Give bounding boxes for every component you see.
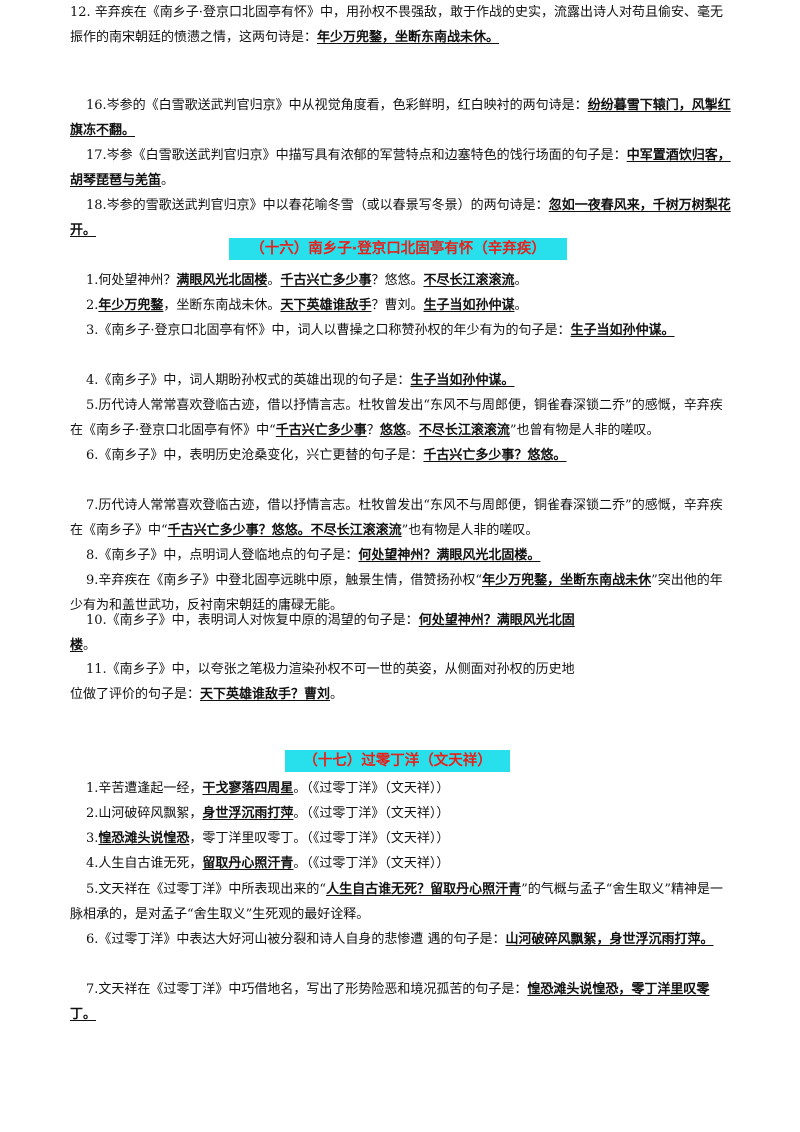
section-heading-17: （十七）过零丁洋（文天祥） bbox=[285, 750, 510, 772]
question-text: ，坐断东南战未休。 bbox=[163, 298, 281, 313]
question-item: 11.《南乡子》中，以夸张之笔极力渲染孙权不可一世的英姿，从侧面对孙权的历史地 bbox=[70, 657, 734, 682]
question-item: 18.岑参的雪歌送武判官归京》中以春花喻冬雪（或以春景写冬景）的两句诗是：忽如一… bbox=[70, 193, 734, 243]
question-text: 5.文天祥在《过零丁洋》中所表现出来的“ bbox=[86, 882, 327, 897]
answer-text: 不尽长江滚滚流 bbox=[423, 273, 515, 288]
question-text: 。 bbox=[405, 423, 419, 438]
question-item: 1.何处望神州？满眼风光北固楼。千古兴亡多少事？悠悠。不尽长江滚滚流。 bbox=[70, 268, 734, 293]
question-text: 。（《过零丁洋》（文天祥）） bbox=[293, 781, 450, 796]
question-text: ，零丁洋里叹零丁。（《过零丁洋》（文天祥）） bbox=[189, 831, 450, 846]
question-item: 7.历代诗人常常喜欢登临古迹，借以抒情言志。杜牧曾发出“东风不与周郎便，铜雀春深… bbox=[70, 493, 734, 543]
question-text: 11.《南乡子》中，以夸张之笔极力渲染孙权不可一世的英姿，从侧面对孙权的历史地 bbox=[86, 662, 575, 677]
question-text: 18.岑参的雪歌送武判官归京》中以春花喻冬雪（或以春景写冬景）的两句诗是： bbox=[86, 198, 549, 213]
question-item: 5.文天祥在《过零丁洋》中所表现出来的“人生自古谁无死？留取丹心照汗青”的气概与… bbox=[70, 877, 734, 927]
question-item: 2.年少万兜鍪，坐断东南战未休。天下英雄谁敌手？曹刘。生子当如孙仲谋。 bbox=[70, 293, 734, 318]
question-text: 4.《南乡子》中，词人期盼孙权式的英雄出现的句子是： bbox=[86, 373, 411, 388]
answer-text: 何处望神州？满眼风光北固 bbox=[418, 613, 575, 628]
question-text: 。（《过零丁洋》（文天祥）） bbox=[293, 856, 450, 871]
question-text: 3. bbox=[86, 831, 99, 846]
answer-text: 忽如一夜春风来，千树万树梨花开。 bbox=[70, 198, 731, 238]
answer-text: 生子当如孙仲谋 bbox=[423, 298, 515, 313]
question-item: 2.山河破碎风飘絮，身世浮沉雨打萍。（《过零丁洋》（文天祥）） bbox=[70, 801, 734, 826]
answer-text: 留取丹心照汗青 bbox=[202, 856, 294, 871]
question-text: 9.辛弃疾在《南乡子》中登北固亭远眺中原，触景生情，借赞扬孙权“ bbox=[86, 573, 483, 588]
answer-text: 纷纷暮雪下辕门，风掣红旗冻不翻。 bbox=[70, 98, 731, 138]
answer-text: 惶恐滩头说惶恐，零丁洋里叹零丁。 bbox=[70, 982, 710, 1022]
question-text: ？曹刘。 bbox=[371, 298, 424, 313]
question-text: 。 bbox=[161, 173, 175, 188]
answer-text: 干戈寥落四周星 bbox=[202, 781, 294, 796]
question-text: ？悠悠。 bbox=[371, 273, 424, 288]
question-text: 1.何处望神州？ bbox=[86, 273, 177, 288]
question-item: 楼。 bbox=[70, 633, 734, 658]
answer-text: 天下英雄谁敌手？曹刘 bbox=[200, 687, 331, 702]
answer-text: 中军置酒饮归客，胡琴琵琶与羌笛 bbox=[70, 148, 731, 188]
question-item: 7.文天祥在《过零丁洋》中巧借地名，写出了形势险恶和境况孤苦的句子是：惶恐滩头说… bbox=[70, 977, 734, 1027]
question-text: 5.历代诗人常常喜欢登临古迹，借以抒情言志。杜牧曾发出“东风不与周郎便，铜雀春深… bbox=[70, 398, 723, 438]
answer-text: 千古兴亡多少事？悠悠。不尽长江滚滚流 bbox=[167, 523, 402, 538]
question-text: 。 bbox=[83, 638, 97, 653]
question-text: 7.文天祥在《过零丁洋》中巧借地名，写出了形势险恶和境况孤苦的句子是： bbox=[86, 982, 528, 997]
question-item: 1.辛苦遭逢起一经，干戈寥落四周星。（《过零丁洋》（文天祥）） bbox=[70, 776, 734, 801]
answer-text: 千古兴亡多少事 bbox=[280, 273, 372, 288]
answer-text: 楼 bbox=[70, 638, 84, 653]
answer-text: 千古兴亡多少事？悠悠。 bbox=[423, 448, 567, 463]
answer-text: 山河破碎风飘絮，身世浮沉雨打萍。 bbox=[505, 932, 714, 947]
answer-text: 人生自古谁无死？留取丹心照汗青 bbox=[326, 882, 522, 897]
question-text: 6.《南乡子》中，表明历史沧桑变化，兴亡更替的句子是： bbox=[86, 448, 424, 463]
answer-text: 何处望神州？满眼风光北固楼。 bbox=[358, 548, 541, 563]
question-item: 3.惶恐滩头说惶恐，零丁洋里叹零丁。（《过零丁洋》（文天祥）） bbox=[70, 826, 734, 851]
answer-text: 千古兴亡多少事 bbox=[275, 423, 367, 438]
question-text: 12. 辛弃疾在《南乡子·登京口北固亭有怀》中，用孙权不畏强敌，敢于作战的史实，… bbox=[70, 5, 723, 45]
question-item: 10.《南乡子》中，表明词人对恢复中原的渴望的句子是：何处望神州？满眼风光北固 bbox=[70, 608, 734, 633]
question-text: 4.人生自古谁无死， bbox=[86, 856, 203, 871]
answer-text: 年少万兜鍪，坐断东南战未休。 bbox=[317, 30, 500, 45]
question-item: 4.《南乡子》中，词人期盼孙权式的英雄出现的句子是：生子当如孙仲谋。 bbox=[70, 368, 734, 393]
question-item: 16.岑参的《白雪歌送武判官归京》中从视觉角度看，色彩鲜明，红白映衬的两句诗是：… bbox=[70, 93, 734, 143]
question-text: 2.山河破碎风飘絮， bbox=[86, 806, 203, 821]
question-text: ”也有物是人非的嗟叹。 bbox=[401, 523, 539, 538]
question-item: 8.《南乡子》中，点明词人登临地点的句子是：何处望神州？满眼风光北固楼。 bbox=[70, 543, 734, 568]
question-text: 1.辛苦遭逢起一经， bbox=[86, 781, 203, 796]
answer-text: 年少万兜鍪，坐断东南战未休 bbox=[482, 573, 652, 588]
answer-text: 生子当如孙仲谋。 bbox=[410, 373, 515, 388]
question-item: 5.历代诗人常常喜欢登临古迹，借以抒情言志。杜牧曾发出“东风不与周郎便，铜雀春深… bbox=[70, 393, 734, 443]
question-text: 。 bbox=[267, 273, 281, 288]
section-heading-16: （十六）南乡子·登京口北固亭有怀（辛弃疾） bbox=[229, 238, 567, 260]
question-item: 6.《南乡子》中，表明历史沧桑变化，兴亡更替的句子是：千古兴亡多少事？悠悠。 bbox=[70, 443, 734, 468]
question-text: 7.历代诗人常常喜欢登临古迹，借以抒情言志。杜牧曾发出“东风不与周郎便，铜雀春深… bbox=[70, 498, 723, 538]
question-text: 。 bbox=[330, 687, 344, 702]
answer-text: 不尽长江滚滚流 bbox=[418, 423, 510, 438]
question-item: 4.人生自古谁无死，留取丹心照汗青。（《过零丁洋》（文天祥）） bbox=[70, 851, 734, 876]
question-text: ？ bbox=[366, 423, 380, 438]
question-item: 3.《南乡子·登京口北固亭有怀》中，词人以曹操之口称赞孙权的年少有为的句子是：生… bbox=[70, 318, 734, 343]
question-text: 16.岑参的《白雪歌送武判官归京》中从视觉角度看，色彩鲜明，红白映衬的两句诗是： bbox=[86, 98, 588, 113]
answer-text: 年少万兜鍪 bbox=[98, 298, 164, 313]
question-text: 位做了评价的句子是： bbox=[70, 687, 201, 702]
question-text: ”也曾有物是人非的嗟叹。 bbox=[509, 423, 660, 438]
question-text: ”突出他的年少有为和盖世武功，反衬南宋朝廷的庸碌无能。 bbox=[70, 573, 723, 613]
answer-text: 悠悠 bbox=[379, 423, 406, 438]
answer-text: 天下英雄谁敌手 bbox=[280, 298, 372, 313]
answer-text: 生子当如孙仲谋。 bbox=[570, 323, 675, 338]
question-text: 10.《南乡子》中，表明词人对恢复中原的渴望的句子是： bbox=[86, 613, 419, 628]
question-item: 6.《过零丁洋》中表达大好河山被分裂和诗人自身的悲惨遭 遇的句子是：山河破碎风飘… bbox=[70, 927, 734, 952]
question-text: 2. bbox=[86, 298, 99, 313]
question-text: 。（《过零丁洋》（文天祥）） bbox=[293, 806, 450, 821]
question-item: 17.岑参《白雪歌送武判官归京》中描写具有浓郁的军营特点和边塞特色的饯行场面的句… bbox=[70, 143, 734, 193]
question-item: 9.辛弃疾在《南乡子》中登北固亭远眺中原，触景生情，借赞扬孙权“年少万兜鍪，坐断… bbox=[70, 568, 734, 618]
answer-text: 身世浮沉雨打萍 bbox=[202, 806, 294, 821]
question-text: 6.《过零丁洋》中表达大好河山被分裂和诗人自身的悲惨遭 遇的句子是： bbox=[86, 932, 506, 947]
question-text: 17.岑参《白雪歌送武判官归京》中描写具有浓郁的军营特点和边塞特色的饯行场面的句… bbox=[86, 148, 627, 163]
question-item: 12. 辛弃疾在《南乡子·登京口北固亭有怀》中，用孙权不畏强敌，敢于作战的史实，… bbox=[70, 0, 734, 50]
question-text: 。 bbox=[514, 273, 528, 288]
answer-text: 惶恐滩头说惶恐 bbox=[98, 831, 190, 846]
question-text: 。 bbox=[514, 298, 528, 313]
question-text: 3.《南乡子·登京口北固亭有怀》中，词人以曹操之口称赞孙权的年少有为的句子是： bbox=[86, 323, 571, 338]
question-text: ”的气概与孟子“舍生取义”精神是一脉相承的，是对孟子“舍生取义”生死观的最好诠释… bbox=[70, 882, 724, 922]
question-text: 8.《南乡子》中，点明词人登临地点的句子是： bbox=[86, 548, 359, 563]
question-item: 位做了评价的句子是：天下英雄谁敌手？曹刘。 bbox=[70, 682, 734, 707]
answer-text: 满眼风光北固楼 bbox=[176, 273, 268, 288]
